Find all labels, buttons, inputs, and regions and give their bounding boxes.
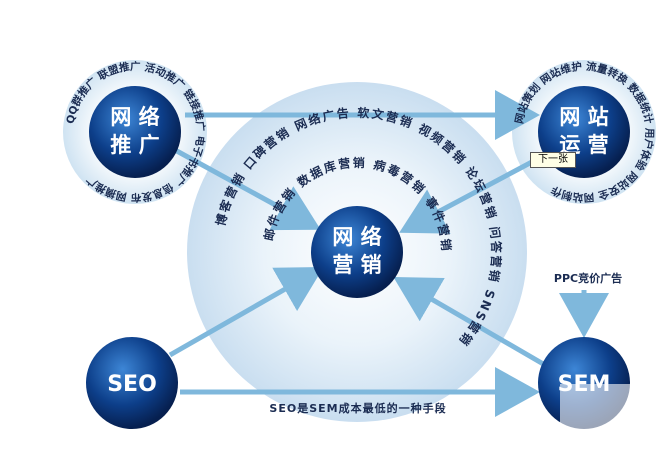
arrow-promotion-to-marketing xyxy=(173,147,321,231)
next-image-tooltip[interactable]: 下一张 xyxy=(530,152,576,168)
arrow-operation-to-marketing xyxy=(399,152,547,234)
seo-sem-label: SEO是SEM成本最低的一种手段 xyxy=(269,401,446,415)
node-promotion-line1: 网 络 xyxy=(110,105,159,129)
ppc-label: PPC竞价广告 xyxy=(554,271,622,285)
node-marketing-line2: 营 销 xyxy=(332,253,381,277)
arrows xyxy=(168,90,609,417)
arrow-sem-to-marketing xyxy=(393,276,547,368)
arrow-seo-to-marketing xyxy=(168,267,324,358)
node-marketing-line1: 网 络 xyxy=(332,225,381,249)
node-promotion: 网 络 推 广 xyxy=(89,86,181,178)
node-seo-label: SEO xyxy=(107,372,157,397)
node-marketing: 网 络 营 销 xyxy=(311,206,403,298)
node-operation-line1: 网 站 xyxy=(559,105,608,129)
watermark-overlay xyxy=(560,384,665,464)
node-promotion-line2: 推 广 xyxy=(110,133,159,157)
node-seo: SEO xyxy=(86,337,178,429)
